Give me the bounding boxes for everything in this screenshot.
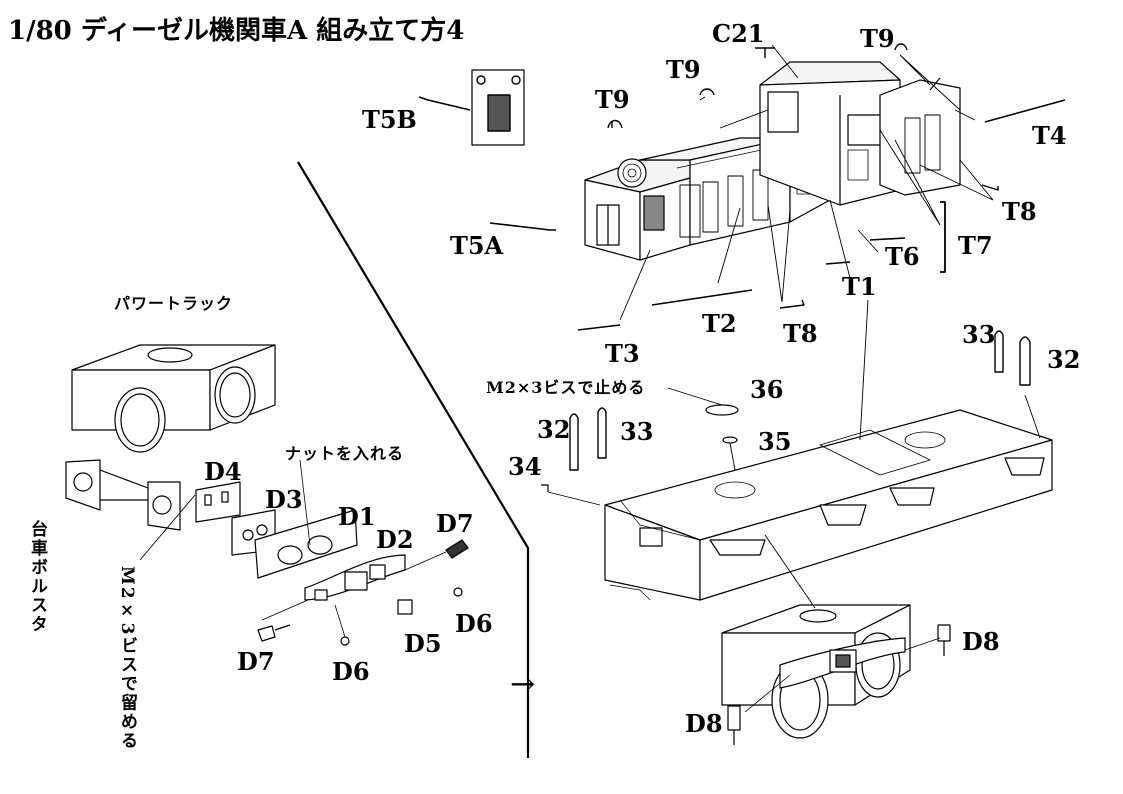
small-parts-top [418,43,1066,331]
label-33-left: 33 [620,417,654,446]
label-36: 36 [750,375,784,404]
label-T9-left: T9 [595,85,630,114]
note-power-truck: パワートラック [114,294,234,313]
label-T6: T6 [885,242,920,271]
label-32-right: 32 [1047,345,1081,374]
note-screw-stop: M2×3ビスで止める [486,378,646,397]
truck-detail-parts [139,459,469,646]
note-insert-nut: ナットを入れる [285,444,405,463]
label-D7-left: D7 [237,647,275,676]
label-35: 35 [758,427,792,456]
label-T5A: T5A [450,231,504,260]
label-T1: T1 [842,272,877,301]
label-D6-right: D6 [455,609,493,638]
label-D1: D1 [338,502,376,531]
label-D7-right: D7 [436,509,474,538]
truck-bolster [65,459,181,531]
label-D2: D2 [376,525,414,554]
label-D3: D3 [265,485,303,514]
label-T2: T2 [702,309,737,338]
power-truck [71,344,276,453]
label-T9-middle: T9 [666,55,701,84]
label-T3: T3 [605,339,640,368]
step-divider-line [297,161,530,758]
chassis-small-parts [541,299,1041,492]
label-D8-left: D8 [685,709,723,738]
bogie-assembly [721,534,951,745]
label-32-left: 32 [537,415,571,444]
diagram-title: 1/80 ディーゼル機関車A 組み立て方4 [8,16,465,46]
label-C21: C21 [712,19,765,48]
label-T5B: T5B [362,105,417,134]
label-34: 34 [508,452,542,481]
leader-lines-body [619,44,994,321]
label-T8-lower: T8 [783,319,818,348]
note-truck-bolster: 台車ボルスタ [27,520,47,634]
label-D5: D5 [404,629,442,658]
label-T4: T4 [1032,121,1067,150]
label-33-right: 33 [962,320,996,349]
underframe [547,409,1053,601]
label-T9-right: T9 [860,24,895,53]
locomotive-body [584,61,961,261]
label-D4: D4 [204,457,242,486]
label-D8-right: D8 [962,627,1000,656]
label-T7: T7 [958,231,993,260]
label-D6-left: D6 [332,657,370,686]
label-T8-right: T8 [1002,197,1037,226]
step-arrow: → [510,667,536,702]
note-screw-fasten: M2×3ビスで留める [117,566,137,751]
